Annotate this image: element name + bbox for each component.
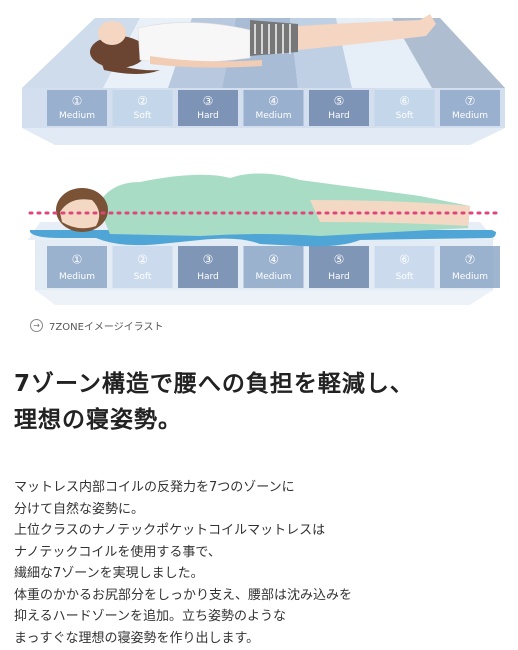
legs [298, 14, 436, 50]
top-zone-4 [243, 90, 304, 126]
shirt [137, 22, 251, 63]
body-line: ナノテックコイルを使用する事で、 [14, 544, 221, 560]
bottom-zone-label: Medium [256, 272, 292, 282]
woman-lying-illustration [90, 14, 436, 74]
bottom-zone-number: ③ [203, 253, 214, 267]
bottom-zone-number: ① [72, 253, 83, 267]
top-zone-1 [47, 90, 107, 126]
top-zone-number: ③ [203, 94, 214, 108]
body-line: 抑えるハードゾーンを追加。立ち姿勢のような [14, 609, 286, 624]
bottom-zone-number: ⑤ [334, 253, 345, 267]
bottom-zone-label: Medium [59, 272, 95, 282]
top-zone-number: ⑥ [399, 94, 410, 108]
bottom-zone-number: ④ [268, 253, 279, 267]
body-line: 繊細な7ゾーンを実現しました。 [14, 566, 204, 581]
bottom-zone-number: ⑦ [465, 253, 476, 267]
bottom-zone-label: Soft [396, 272, 414, 282]
top-zone-label: Medium [452, 111, 488, 121]
top-zone-number: ② [137, 94, 148, 108]
bottom-mattress: ① Medium ② Soft ③ Hard ④ Medium ⑤ Hard ⑥ Soft ⑦ Mediu… [28, 222, 500, 305]
bottom-zone-3 [178, 246, 238, 288]
bottom-zone-1 [47, 246, 107, 288]
top-zone-number: ④ [268, 94, 279, 108]
top-zone-label: Medium [256, 111, 292, 121]
top-zone-7 [440, 90, 500, 126]
headline-line-1: 7ゾーン構造で腰への負担を軽減し、 [14, 371, 414, 397]
body-line: 分けて自然な姿勢に。 [14, 501, 145, 517]
bottom-zone-label: Hard [328, 272, 350, 282]
body-line: マットレス内部コイルの反発力を7つのゾーンに [14, 480, 295, 495]
top-zone-label: Soft [396, 111, 414, 121]
face [98, 21, 126, 45]
bottom-zone-number: ② [137, 253, 148, 267]
woman-side-illustration [56, 173, 470, 236]
body-text: マットレス内部コイルの反発力を7つのゾーンに 分けて自然な姿勢に。 上位クラスの… [14, 477, 352, 649]
top-zone-number: ⑦ [465, 94, 476, 108]
hair-tail [100, 58, 160, 74]
top-mattress-bottom-edge [22, 128, 505, 145]
top-zone-label: Medium [59, 111, 95, 121]
top-zone-2 [112, 90, 173, 126]
arrow-right-icon: → [30, 319, 43, 332]
body-line: 体重のかかるお尻部分をしっかり支え、腰部は沈み込みを [14, 587, 353, 603]
body-line: 上位クラスのナノテックポケットコイルマットレスは [14, 523, 326, 538]
headline: 7ゾーン構造で腰への負担を軽減し、 理想の寝姿勢。 [14, 366, 414, 438]
top-zone-3 [178, 90, 238, 126]
bottom-zone-label: Medium [452, 272, 488, 282]
body-line: まっすぐな理想の寝姿勢を作り出します。 [14, 630, 260, 646]
bottom-zone-6 [374, 246, 435, 288]
bottom-zone-4 [243, 246, 304, 288]
top-zone-number: ① [72, 94, 83, 108]
bottom-zone-label: Hard [197, 272, 219, 282]
top-zone-number: ⑤ [334, 94, 345, 108]
bottom-zone-number: ⑥ [399, 253, 410, 267]
bottom-zone-2 [112, 246, 173, 288]
top-zone-6 [374, 90, 435, 126]
top-zone-5 [309, 90, 369, 126]
headline-line-2: 理想の寝姿勢。 [14, 407, 182, 433]
figure-caption: → 7ZONEイメージイラスト [30, 318, 163, 333]
bottom-zone-5 [309, 246, 369, 288]
top-zone-label: Hard [197, 111, 219, 121]
bottom-zone-7 [440, 246, 500, 288]
shorts-stripes [254, 24, 291, 54]
arm [150, 56, 262, 68]
caption-text: 7ZONEイメージイラスト [49, 322, 164, 333]
top-zone-label: Soft [134, 111, 152, 121]
bottom-mattress-base [35, 290, 493, 305]
bottom-zone-label: Soft [134, 272, 152, 282]
top-zone-label: Hard [328, 111, 350, 121]
